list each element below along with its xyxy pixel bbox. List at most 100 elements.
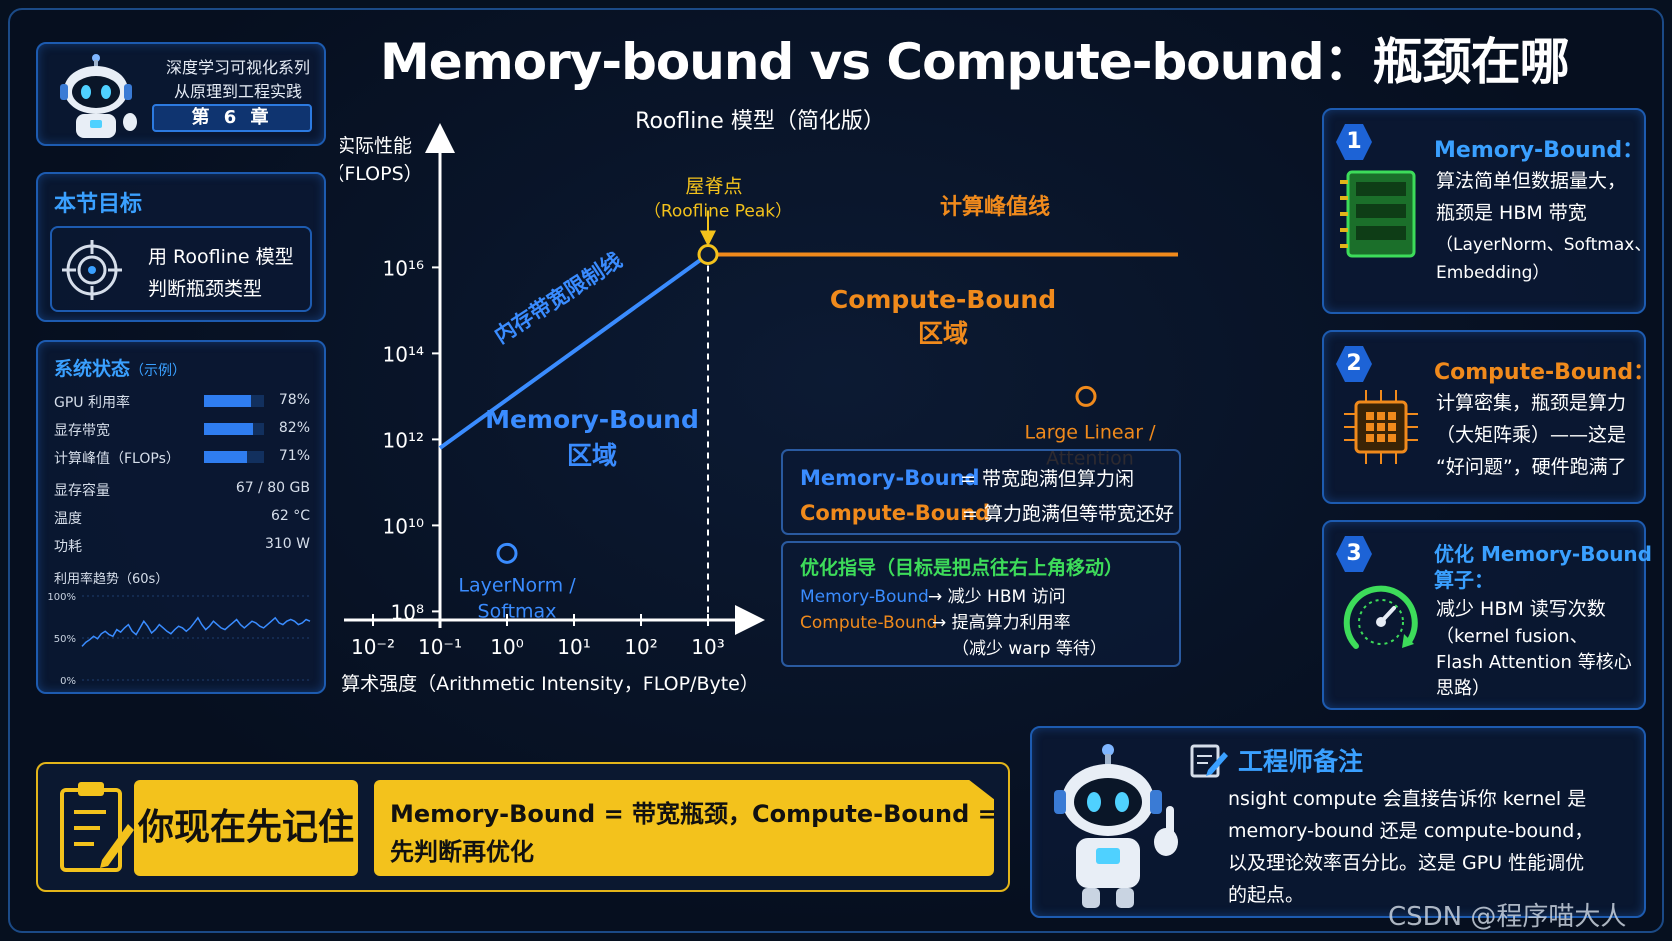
status-label-temp: 温度: [54, 511, 82, 527]
status-value-temp: 62 °C: [270, 508, 310, 524]
x-tick-label: 10⁰: [490, 635, 523, 659]
trend-tick-label: 50%: [54, 634, 76, 645]
card-3-line-3: Flash Attention 等核心: [1436, 652, 1632, 673]
trend-tick-label: 0%: [60, 676, 76, 687]
system-status-panel: 系统状态（示例） GPU 利用率 78% 显存带宽 82% 计算峰值（FLOPs…: [36, 340, 326, 694]
chart-title: Roofline 模型（简化版）: [635, 109, 885, 134]
card-1-line-1: 算法简单但数据量大，: [1436, 170, 1627, 192]
opt-compute-key: Compute-Bound: [800, 613, 937, 633]
opt-compute-text: → 提高算力利用率: [932, 613, 1071, 633]
card-2-line-1: 计算密集，瓶颈是算力: [1436, 392, 1627, 414]
card-3-line-2: （kernel fusion、: [1436, 626, 1588, 647]
y-axis-label: 实际性能: [340, 135, 412, 157]
card-3-line-4: 思路）: [1436, 678, 1490, 699]
def-memory-key: Memory-Bound: [800, 466, 980, 490]
remember-message-line-2: 先判断再优化: [390, 838, 534, 866]
point-layernorm-label: LayerNorm /: [458, 574, 576, 596]
point-layernorm: [496, 542, 518, 564]
peak-label-en: （Roofline Peak）: [644, 202, 792, 222]
status-value-power: 310 W: [264, 536, 310, 552]
roofline-chart: Roofline 模型（简化版）实际性能（FLOPS）算术强度（Arithmet…: [340, 109, 1181, 695]
y-tick-label: 10¹⁴: [383, 342, 424, 366]
clipboard-icon: [60, 782, 134, 872]
y-tick-label: 10¹⁰: [383, 514, 424, 538]
series-name: 深度学习可视化系列: [166, 58, 311, 77]
card-optimize: 3 优化 Memory-Bound 算子： 减少 HBM 读写次数 （kerne…: [1322, 520, 1652, 710]
card-2-number: 2: [1336, 346, 1372, 382]
page-title: Memory-bound vs Compute-bound：瓶颈在哪: [380, 33, 1570, 91]
def-memory-text: = 带宽跑满但算力闲: [960, 468, 1134, 490]
card-3-title: 优化 Memory-Bound: [1434, 542, 1652, 566]
status-value-gpu: 78%: [278, 392, 310, 408]
def-compute-key: Compute-Bound: [800, 501, 990, 525]
point-large-linear-label: Large Linear /: [1025, 421, 1157, 443]
opt-memory-text: → 减少 HBM 访问: [928, 587, 1066, 607]
goal-line-2: 判断瓶颈类型: [148, 278, 263, 300]
roofline-peak-point: [697, 244, 719, 265]
card-1-line-3: （LayerNorm、Softmax、: [1436, 235, 1652, 255]
robot-mascot-icon: [60, 54, 137, 138]
x-tick-label: 10⁻¹: [418, 635, 462, 659]
card-1-line-2: 瓶颈是 HBM 带宽: [1436, 202, 1587, 224]
compute-region-label-2: 区域: [918, 319, 968, 348]
card-memory-bound: 1 Memory-Bound： 算法简单但数据量大， 瓶颈是 HBM 带宽 （L…: [1322, 108, 1651, 314]
peak-label: 屋脊点: [685, 176, 742, 198]
speed-gauge-icon: [1343, 585, 1418, 649]
trend-tick-label: 100%: [48, 592, 76, 603]
card-compute-bound: 2 Compute-Bound： 计算密集，瓶颈是算力 （大矩阵乘）——这是 “…: [1322, 330, 1655, 504]
status-value-bandwidth: 82%: [278, 420, 310, 436]
status-label-bandwidth: 显存带宽: [54, 423, 110, 439]
status-title-note: （示例）: [130, 363, 187, 379]
remember-key: 你现在先记住: [134, 780, 358, 876]
card-1-title: Memory-Bound：: [1434, 138, 1645, 163]
goal-title: 本节目标: [54, 192, 143, 217]
status-bar-gpu: [204, 395, 264, 407]
memory-bandwidth-line: [438, 252, 710, 450]
goal-panel: 本节目标 用 Roofline 模型 判断瓶颈类型: [36, 172, 326, 322]
memory-region-label: Memory-Bound: [485, 405, 699, 434]
optimization-box: [781, 541, 1181, 667]
status-label-memory: 显存容量: [54, 483, 110, 499]
opt-compute-text-2: （减少 warp 等待）: [952, 639, 1107, 659]
x-tick-label: 10²: [624, 635, 657, 659]
status-bar-bandwidth: [204, 423, 264, 435]
y-tick-label: 10⁸: [391, 600, 424, 624]
y-axis-label-unit: （FLOPS）: [340, 163, 423, 185]
memory-line-label: 内存带宽限制线: [490, 248, 626, 348]
chapter-badge: 第 6 章: [152, 104, 312, 132]
opt-memory-key: Memory-Bound: [800, 587, 929, 607]
engineer-note-panel: 工程师备注 nsight compute 会直接告诉你 kernel 是 mem…: [1030, 726, 1646, 918]
memory-region-label-2: 区域: [567, 441, 617, 470]
status-title: 系统状态（示例）: [54, 358, 187, 380]
point-large-linear: [1075, 385, 1097, 407]
note-line-4: 的起点。: [1228, 884, 1305, 906]
note-title: 工程师备注: [1238, 747, 1364, 776]
status-label-flops: 计算峰值（FLOPs）: [54, 451, 180, 467]
card-2-title: Compute-Bound：: [1434, 360, 1656, 385]
card-2-line-3: “好问题”，硬件跑满了: [1436, 456, 1627, 478]
y-tick-label: 10¹⁶: [383, 256, 424, 280]
card-1-number: 1: [1336, 124, 1372, 160]
compute-region-label: Compute-Bound: [830, 285, 1056, 314]
card-3-number: 3: [1336, 536, 1372, 572]
x-tick-label: 10³: [691, 635, 724, 659]
card-1-line-4: Embedding）: [1436, 263, 1550, 283]
definition-box: [781, 449, 1181, 535]
goal-box: 用 Roofline 模型 判断瓶颈类型: [50, 226, 312, 312]
series-subtitle: 从原理到工程实践: [174, 82, 303, 101]
card-2-line-2: （大矩阵乘）——这是: [1436, 424, 1627, 446]
remember-message-line-1: Memory-Bound = 带宽瓶颈，Compute-Bound = 算力瓶颈…: [390, 800, 1127, 828]
compute-line-label: 计算峰值线: [940, 194, 1050, 220]
note-line-1: nsight compute 会直接告诉你 kernel 是: [1228, 788, 1587, 810]
card-3-title-2: 算子：: [1434, 568, 1494, 592]
status-value-flops: 71%: [278, 448, 310, 464]
status-bar-flops: [204, 451, 264, 463]
robot-pointing-icon: [1054, 744, 1178, 908]
y-tick-label: 10¹²: [383, 428, 424, 452]
remember-banner: 你现在先记住 Memory-Bound = 带宽瓶颈，Compute-Bound…: [36, 762, 1010, 892]
remember-message: Memory-Bound = 带宽瓶颈，Compute-Bound = 算力瓶颈…: [374, 780, 994, 876]
def-compute-text: = 算力跑满但等带宽还好: [962, 503, 1174, 525]
status-label-power: 功耗: [54, 539, 82, 555]
edit-note-icon: [1190, 744, 1228, 778]
status-label-gpu: GPU 利用率: [54, 395, 130, 411]
